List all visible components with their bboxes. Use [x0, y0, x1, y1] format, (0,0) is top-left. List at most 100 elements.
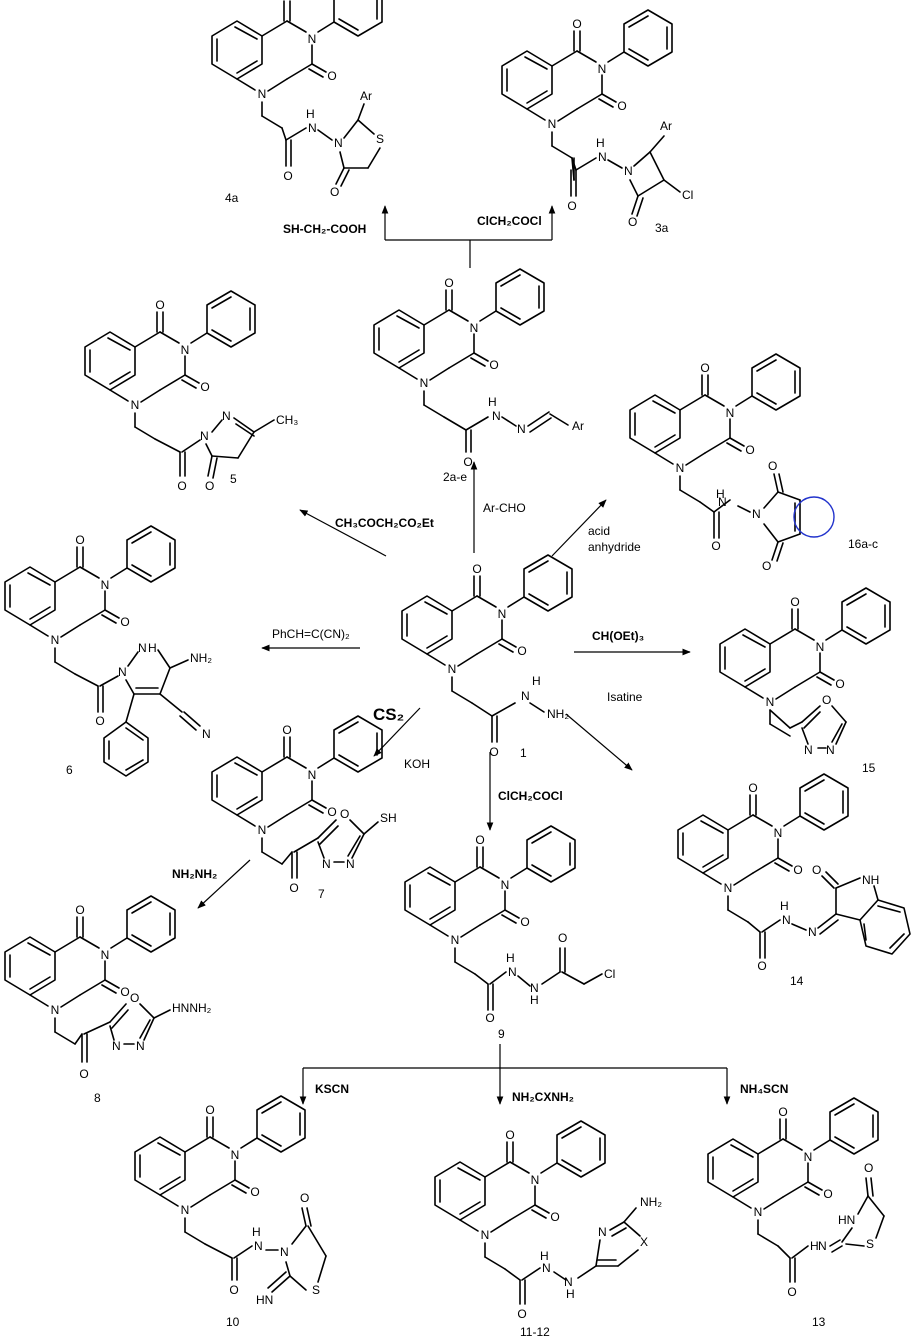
svg-text:H: H [810, 1239, 819, 1253]
svg-text:S: S [376, 132, 384, 146]
svg-text:N: N [202, 727, 211, 741]
svg-text:N: N [598, 1225, 607, 1239]
svg-text:O: O [283, 169, 292, 183]
compound-2: O N H N Ar 2a-e [373, 268, 584, 484]
svg-text:O: O [205, 479, 214, 493]
svg-text:O: O [567, 199, 576, 213]
compound-13: O H N HN O S 13 [707, 1097, 885, 1329]
compound-6: O N N H NH₂ N 6 [4, 525, 212, 777]
svg-text:2a-e: 2a-e [443, 470, 467, 484]
svg-text:16a-c: 16a-c [848, 537, 878, 551]
reagents: SH-CH₂-COOH ClCH₂COCl Ar-CHO CH₃COCH₂CO₂… [172, 214, 788, 1104]
svg-text:Ar: Ar [660, 119, 672, 133]
svg-text:5: 5 [230, 472, 237, 486]
svg-text:N: N [138, 641, 147, 655]
compound-1: O N H NH₂ 1 [401, 554, 573, 760]
svg-text:O: O [768, 459, 777, 473]
svg-text:H: H [252, 1225, 261, 1239]
reagent-hydrazine: NH₂NH₂ [172, 867, 217, 881]
compound-15: O N N 15 [719, 587, 891, 775]
svg-text:O: O [812, 863, 821, 877]
svg-text:9: 9 [498, 1027, 505, 1041]
reagent-koh: KOH [404, 757, 430, 771]
reagent-thioglycolic: SH-CH₂-COOH [283, 222, 366, 236]
svg-text:NH₂: NH₂ [640, 1195, 662, 1209]
svg-text:H: H [532, 674, 541, 688]
svg-text:N: N [492, 409, 501, 423]
svg-text:N: N [752, 507, 761, 521]
svg-text:N: N [118, 665, 127, 679]
svg-text:Cl: Cl [604, 967, 615, 981]
reagent-chloroacetyl-2: ClCH₂COCl [498, 789, 563, 803]
svg-text:15: 15 [862, 761, 876, 775]
svg-text:O: O [289, 881, 298, 895]
svg-text:6: 6 [66, 763, 73, 777]
svg-text:H: H [530, 993, 539, 1007]
svg-text:O: O [485, 1011, 494, 1025]
svg-text:O: O [340, 807, 349, 821]
svg-text:NH: NH [862, 873, 879, 887]
svg-text:NH₂: NH₂ [547, 707, 569, 721]
compound-8: O O N N HNNH₂ 8 [4, 895, 212, 1105]
svg-text:N: N [818, 1239, 827, 1253]
svg-text:N: N [200, 429, 209, 443]
reagent-archo: Ar-CHO [483, 501, 526, 515]
compound-7: O O N N SH 7 [211, 715, 397, 901]
svg-text:11-12: 11-12 [520, 1325, 550, 1339]
compound-5: O N N O CH₃ 5 [84, 290, 298, 493]
svg-text:N: N [530, 981, 539, 995]
compound-10: O N H N O S HN 10 [134, 1095, 327, 1329]
svg-text:S: S [312, 1283, 320, 1297]
fused-ring-circle [793, 496, 835, 538]
svg-text:O: O [558, 931, 567, 945]
svg-text:H: H [540, 1249, 549, 1263]
svg-text:10: 10 [226, 1315, 240, 1329]
svg-text:N: N [804, 743, 813, 757]
reagent-orthoformate: CH(OEt)₃ [592, 629, 644, 643]
reagent-acid: acid [588, 524, 610, 538]
reagent-chloroacetyl-1: ClCH₂COCl [477, 214, 542, 228]
svg-text:O: O [822, 693, 831, 707]
svg-text:O: O [300, 1191, 309, 1205]
svg-text:N: N [254, 1239, 263, 1253]
compound-9: O N H N H O Cl 9 [404, 825, 615, 1041]
svg-text:O: O [177, 479, 186, 493]
reagent-nh4scn: NH₄SCN [740, 1082, 788, 1096]
svg-text:O: O [864, 1161, 873, 1175]
svg-text:Ar: Ar [360, 89, 372, 103]
svg-text:N: N [564, 1275, 573, 1289]
svg-text:H: H [716, 487, 725, 501]
svg-text:NH₂: NH₂ [190, 651, 212, 665]
svg-text:N: N [782, 913, 791, 927]
svg-text:N: N [222, 409, 231, 423]
svg-text:H: H [596, 136, 605, 150]
svg-text:O: O [762, 559, 771, 573]
compound-16: O H N N O O 16a-c [629, 353, 878, 573]
svg-text:N: N [808, 925, 817, 939]
svg-text:14: 14 [790, 974, 804, 988]
svg-text:SH: SH [380, 811, 397, 825]
reagent-kscn: KSCN [315, 1082, 349, 1096]
svg-text:CH₃: CH₃ [276, 413, 298, 427]
svg-text:8: 8 [94, 1091, 101, 1105]
compound-3a: O N H N O Ar Cl 3a [501, 9, 693, 235]
svg-text:H: H [566, 1287, 575, 1301]
svg-text:O: O [130, 991, 139, 1005]
svg-text:O: O [229, 1283, 238, 1297]
svg-text:N: N [280, 1245, 289, 1259]
svg-text:Cl: Cl [682, 188, 693, 202]
svg-text:N: N [624, 164, 633, 178]
svg-text:O: O [79, 1067, 88, 1081]
svg-text:H: H [148, 641, 157, 655]
svg-text:3a: 3a [655, 221, 669, 235]
reagent-acetoacetate: CH₃COCH₂CO₂Et [335, 516, 434, 530]
arrows [197, 205, 731, 1105]
svg-text:N: N [136, 1039, 145, 1053]
svg-text:N: N [826, 743, 835, 757]
svg-text:H: H [506, 951, 515, 965]
svg-text:N: N [718, 495, 727, 509]
svg-text:13: 13 [812, 1315, 826, 1329]
svg-text:O: O [517, 1307, 526, 1321]
svg-text:O: O [711, 539, 720, 553]
